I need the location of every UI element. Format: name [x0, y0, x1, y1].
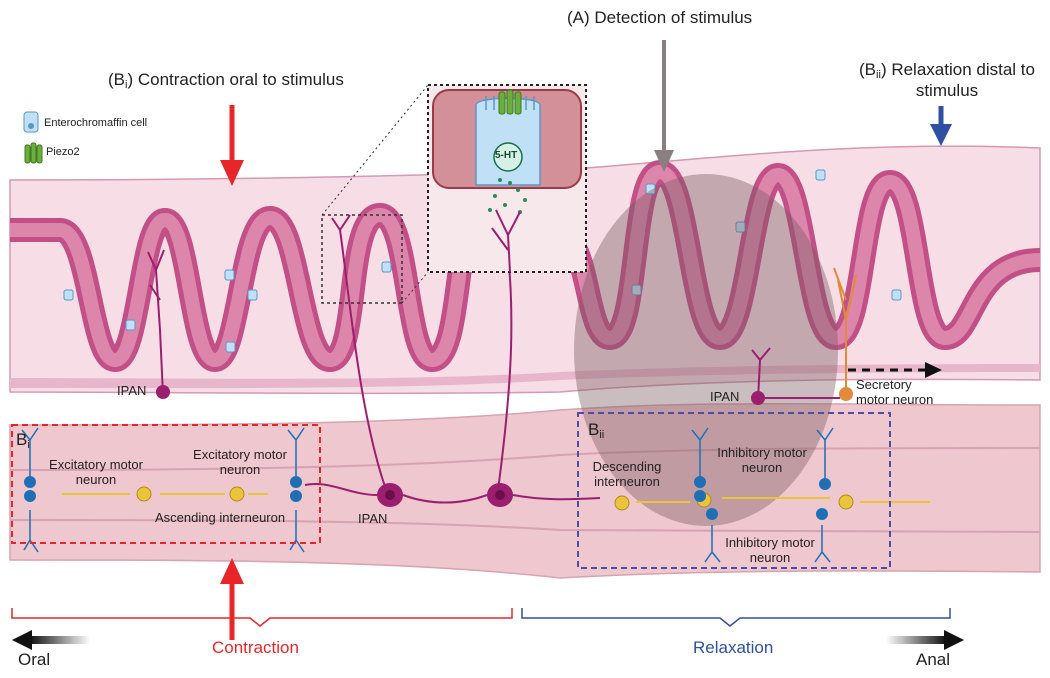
- villus-ec-cells: [63, 169, 902, 353]
- ipan-mucosa-left: [156, 385, 170, 399]
- detection-arrowhead: [654, 150, 674, 172]
- panel-bii-box: [577, 412, 891, 569]
- contraction-label: Contraction: [212, 638, 299, 657]
- ipan-right-label: IPAN: [710, 389, 740, 404]
- inhibitory-bottom-label: Inhibitory motor neuron: [725, 535, 815, 565]
- panel-bii-label: Bii: [588, 420, 605, 441]
- ipan-myenteric-axons: [304, 483, 601, 504]
- descending-interneuron-label: Descending interneuron: [592, 459, 662, 489]
- zoom-microvilli: [485, 96, 535, 110]
- oral-arrow-shaft: [30, 636, 90, 644]
- contraction-oral-title: (Bi) Contraction oral to stimulus: [108, 70, 344, 91]
- secretory-dendrites: [833, 267, 857, 390]
- zoom-piezo2-icon: [498, 89, 522, 115]
- motor-neurons: [21, 427, 834, 563]
- muscle-band-2: [9, 519, 1041, 533]
- secretory-label: Secretory motor neuron: [856, 377, 934, 407]
- legend-piezo2-icon: [24, 142, 43, 164]
- muscle-band-1: [9, 447, 1041, 471]
- zoom-5ht-release: [488, 178, 527, 214]
- contraction-top-arrowhead: [220, 160, 244, 186]
- relaxation-brace: [521, 608, 951, 627]
- ascending-interneuron-label: Ascending interneuron: [155, 510, 286, 525]
- zoom-ipan-terminal: [491, 209, 521, 273]
- zoom-5ht-vesicle: [493, 142, 523, 172]
- panel-bi-box: [11, 424, 321, 544]
- relaxation-label: Relaxation: [693, 638, 774, 657]
- oral-arrowhead: [12, 630, 32, 650]
- inhibitory-top-label: Inhibitory motor neuron: [717, 445, 807, 475]
- anal-arrow-shaft: [886, 636, 946, 644]
- legend-ec-cell-icon: [23, 111, 39, 133]
- submucosa-band: [10, 364, 1040, 389]
- relaxation-arrowhead: [930, 124, 952, 146]
- zoom-5ht-label: 5-HT: [495, 150, 518, 161]
- ipan-center-label: IPAN: [358, 511, 388, 526]
- contraction-brace: [11, 608, 513, 627]
- legend-ec-label: Enterochromaffin cell: [44, 117, 148, 129]
- detection-title: (A) Detection of stimulus: [567, 8, 753, 27]
- oral-label: Oral: [18, 650, 51, 669]
- interneurons: [62, 493, 930, 503]
- secretory-arrowhead: [925, 362, 942, 378]
- stimulus-bolus: [574, 174, 838, 526]
- ipan-mucosa-right: [751, 391, 765, 405]
- legend-piezo2-label: Piezo2: [46, 146, 80, 158]
- excitatory-left-label: Excitatory motor neuron: [49, 457, 143, 487]
- anal-arrowhead: [944, 630, 964, 650]
- muscle-layer: [9, 403, 1041, 579]
- contraction-bottom-arrowhead: [220, 558, 244, 584]
- anal-label: Anal: [916, 650, 951, 669]
- secretory-neuron-body: [839, 387, 853, 401]
- panel-bi-label: Bi: [16, 430, 30, 451]
- relaxation-distal-title: (Bii) Relaxation distal to stimulus: [859, 60, 1035, 101]
- excitatory-right-label: Excitatory motor neuron: [193, 447, 287, 477]
- ipan-left-label: IPAN: [117, 383, 147, 398]
